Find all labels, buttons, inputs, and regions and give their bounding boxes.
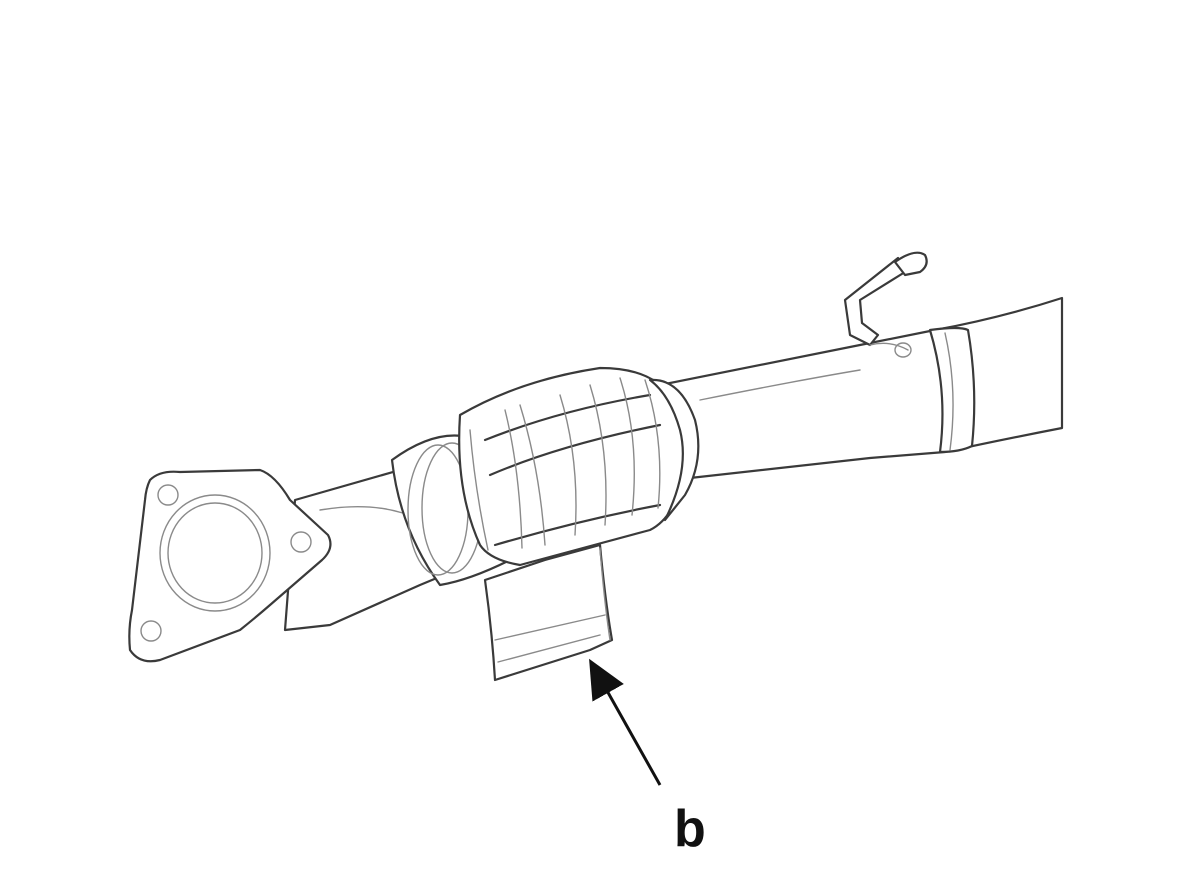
rear-pipe	[658, 296, 1064, 480]
catalytic-converter	[390, 366, 700, 587]
callout-b-leader	[589, 658, 662, 786]
inlet-flange	[128, 468, 332, 663]
sensor-tube	[843, 251, 928, 358]
mounting-bracket	[483, 543, 614, 682]
callout-b-label: b	[674, 800, 706, 858]
